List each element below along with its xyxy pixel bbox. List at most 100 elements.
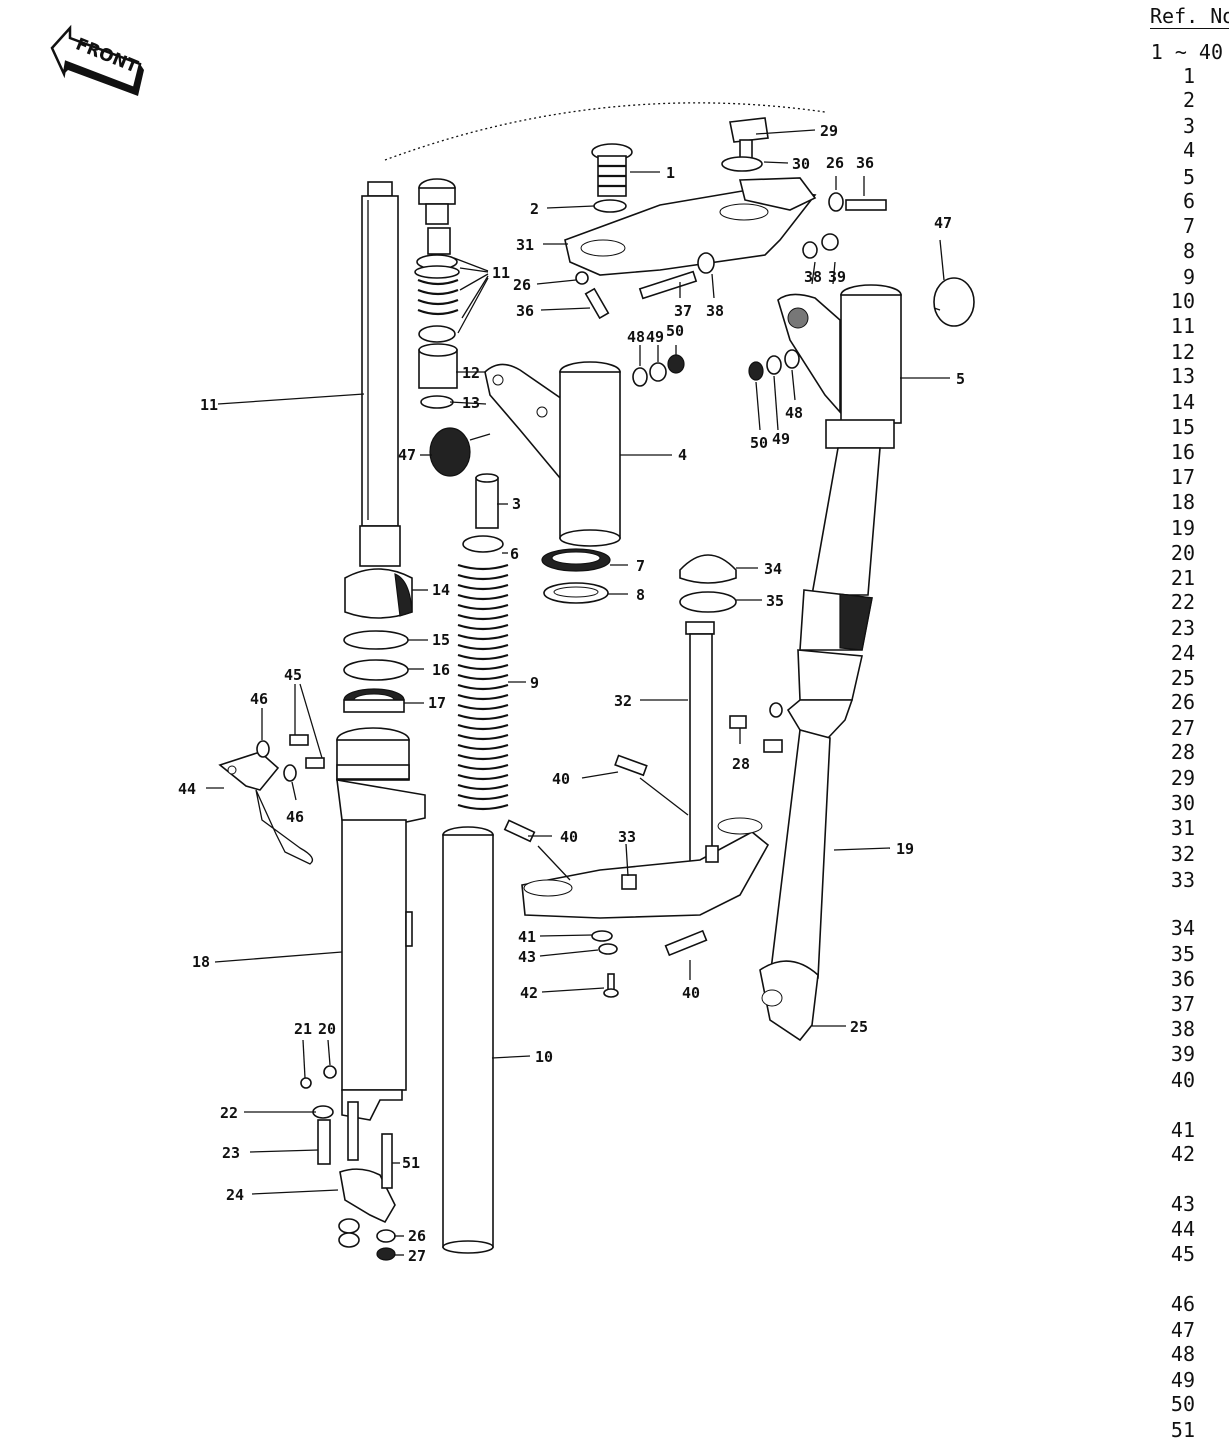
ref-number: 47 [1170, 1318, 1195, 1342]
ref-number: 46 [1170, 1292, 1195, 1316]
ref-number: 19 [1170, 516, 1195, 540]
reflector-47-left [429, 427, 491, 477]
callout-46-bottom: 46 [286, 808, 304, 826]
callout-28: 28 [732, 755, 750, 773]
bolt-36-right [845, 199, 887, 211]
callout-17: 17 [428, 694, 446, 712]
callout-8: 8 [636, 586, 645, 604]
ref-number: 9 [1182, 265, 1195, 289]
ref-number: 49 [1170, 1368, 1195, 1392]
axle-clamp-24 [300, 1065, 396, 1261]
callout-24: 24 [226, 1186, 244, 1204]
callout-45: 45 [284, 666, 302, 684]
ref-number: 44 [1170, 1217, 1195, 1241]
right-fork-assembly [729, 284, 902, 1042]
ref-number: 40 [1170, 1068, 1195, 1092]
dust-cover-34 [679, 554, 737, 584]
ref-number: 41 [1170, 1118, 1195, 1142]
ref-number: 26 [1170, 690, 1195, 714]
callout-49-left: 49 [646, 328, 664, 346]
callout-27: 27 [408, 1247, 426, 1265]
front-arrow-icon: FRONT [50, 24, 144, 96]
ref-number: 32 [1170, 842, 1195, 866]
ref-number: 21 [1170, 566, 1195, 590]
callout-4: 4 [678, 446, 687, 464]
upper-bracket-31 [564, 177, 817, 276]
oil-seal-17 [343, 688, 405, 713]
callout-31: 31 [516, 236, 534, 254]
fork-cover-14 [344, 568, 413, 619]
stem-bolt-29 [721, 117, 769, 172]
ref-number: 27 [1170, 716, 1195, 740]
callout-26-mid: 26 [513, 276, 531, 294]
callout-21: 21 [294, 1020, 312, 1038]
ref-number: 5 [1182, 165, 1195, 189]
ref-number: 35 [1170, 942, 1195, 966]
callout-11-left: 11 [200, 396, 218, 414]
ref-number: 50 [1170, 1392, 1195, 1416]
callout-36-top: 36 [856, 154, 874, 172]
callout-51: 51 [402, 1154, 420, 1172]
washer-6 [462, 535, 504, 553]
bolt-40-top [614, 754, 648, 777]
callout-labels: 1 2 3 4 5 6 7 8 9 10 11 11 12 13 14 15 1… [178, 122, 965, 1265]
ref-number: 16 [1170, 440, 1195, 464]
callout-26-bottom: 26 [408, 1227, 426, 1245]
ref-number: 14 [1170, 390, 1195, 414]
callout-18: 18 [192, 953, 210, 971]
o-ring-2 [593, 199, 627, 213]
callout-44: 44 [178, 780, 196, 798]
outer-tube-left [336, 727, 426, 1121]
callout-30: 30 [792, 155, 810, 173]
ref-number: 51 [1170, 1418, 1195, 1442]
callout-3: 3 [512, 495, 521, 513]
ring-15 [343, 630, 409, 650]
callout-50-right: 50 [750, 434, 768, 452]
callout-11-right: 11 [492, 264, 510, 282]
bracket-44 [218, 734, 325, 865]
ref-number: 29 [1170, 766, 1195, 790]
callout-32: 32 [614, 692, 632, 710]
ref-number: 48 [1170, 1342, 1195, 1366]
ref-number: 43 [1170, 1192, 1195, 1216]
ref-number: 4 [1182, 138, 1195, 162]
ref-number: 24 [1170, 641, 1195, 665]
ref-number: 17 [1170, 465, 1195, 489]
callout-25: 25 [850, 1018, 868, 1036]
ref-number: 8 [1182, 239, 1195, 263]
callout-50-left: 50 [666, 322, 684, 340]
callout-33: 33 [618, 828, 636, 846]
damper-tube-10 [442, 826, 494, 1254]
cone-race-35 [679, 591, 737, 613]
callout-49-right: 49 [772, 430, 790, 448]
bolt-37 [638, 270, 698, 300]
callout-40-top: 40 [552, 770, 570, 788]
ref-number: 2 [1182, 88, 1195, 112]
lower-bracket-33 [521, 817, 770, 919]
spacer-3 [475, 477, 499, 529]
ref-number: 6 [1182, 189, 1195, 213]
ref-number: 31 [1170, 816, 1195, 840]
headlight-bracket-4 [484, 361, 621, 547]
callout-13: 13 [462, 394, 480, 412]
ref-number: 36 [1170, 967, 1195, 991]
ref-number: 11 [1170, 314, 1195, 338]
callout-38-left: 38 [706, 302, 724, 320]
ref-number: 30 [1170, 791, 1195, 815]
ref-number: 1 [1182, 64, 1195, 88]
steering-stem-32 [685, 621, 715, 865]
callout-39: 39 [828, 268, 846, 286]
cap-bolt-stack [414, 178, 460, 409]
callout-14: 14 [432, 581, 450, 599]
ref-number: 3 [1182, 114, 1195, 138]
bolt-36-left [584, 287, 610, 320]
callout-38-right: 38 [804, 268, 822, 286]
callout-35: 35 [766, 592, 784, 610]
callout-37: 37 [674, 302, 692, 320]
callout-40-mid: 40 [560, 828, 578, 846]
callout-12: 12 [462, 364, 480, 382]
fork-spring-9 [457, 563, 509, 811]
callout-48-left: 48 [627, 328, 645, 346]
